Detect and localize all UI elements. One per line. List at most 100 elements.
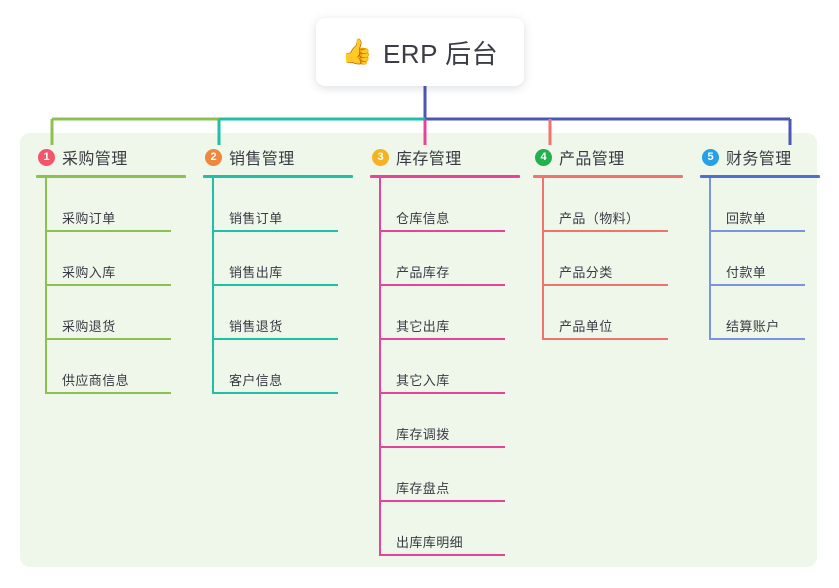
leaf-underline [212, 392, 338, 394]
leaf-underline [379, 554, 505, 556]
branch-badge-2: 2 [205, 148, 222, 166]
branch-items-2: 销售订单销售出库销售退货客户信息 [203, 178, 353, 394]
leaf-node[interactable]: 采购退货 [36, 286, 186, 340]
branch-header-rule-4 [533, 175, 683, 178]
root-node-title: ERP 后台 [382, 38, 499, 69]
leaf-underline [379, 230, 505, 232]
leaf-label: 销售订单 [229, 211, 283, 226]
leaf-underline [379, 392, 505, 394]
branch-header-rule-3 [370, 175, 520, 178]
branch-spine-5 [709, 178, 711, 340]
leaf-underline [379, 446, 505, 448]
leaf-underline [542, 338, 668, 340]
leaf-label: 销售退货 [229, 319, 283, 334]
branch-header-2[interactable]: 2 销售管理 [203, 145, 353, 169]
branch-title-1: 采购管理 [62, 151, 128, 168]
leaf-node[interactable]: 库存调拨 [370, 394, 520, 448]
thumbs-up-icon: 👍 [341, 37, 373, 66]
branch-badge-5: 5 [702, 148, 719, 166]
leaf-label: 库存盘点 [396, 481, 450, 496]
leaf-underline [542, 230, 668, 232]
leaf-underline [379, 338, 505, 340]
branch-column-2: 2 销售管理销售订单销售出库销售退货客户信息 [203, 145, 353, 394]
leaf-label: 产品单位 [559, 319, 613, 334]
leaf-label: 采购入库 [62, 265, 116, 280]
leaf-label: 采购退货 [62, 319, 116, 334]
leaf-label: 产品库存 [396, 265, 450, 280]
branch-spine-3 [379, 178, 381, 556]
leaf-label: 产品（物料） [559, 211, 640, 226]
leaf-underline [45, 338, 171, 340]
leaf-underline [212, 230, 338, 232]
branch-items-4: 产品（物料） 产品分类产品单位 [533, 178, 683, 340]
branch-header-rule-1 [36, 175, 186, 178]
leaf-underline [709, 230, 805, 232]
leaf-label: 其它出库 [396, 319, 450, 334]
branch-header-1[interactable]: 1 采购管理 [36, 145, 186, 169]
leaf-label: 仓库信息 [396, 211, 450, 226]
leaf-label: 产品分类 [559, 265, 613, 280]
leaf-underline [709, 338, 805, 340]
leaf-label: 回款单 [726, 211, 767, 226]
leaf-node[interactable]: 库存盘点 [370, 448, 520, 502]
leaf-label: 结算账户 [726, 319, 780, 334]
branch-header-rule-2 [203, 175, 353, 178]
leaf-node[interactable]: 产品（物料） [533, 178, 683, 232]
branch-spine-2 [212, 178, 214, 394]
branch-header-rule-5 [700, 175, 820, 178]
leaf-label: 客户信息 [229, 373, 283, 388]
leaf-node[interactable]: 仓库信息 [370, 178, 520, 232]
branch-items-3: 仓库信息产品库存其它出库其它入库库存调拨库存盘点出库库明细 [370, 178, 520, 556]
leaf-label: 采购订单 [62, 211, 116, 226]
leaf-node[interactable]: 供应商信息 [36, 340, 186, 394]
leaf-underline [379, 284, 505, 286]
leaf-node[interactable]: 销售出库 [203, 232, 353, 286]
leaf-node[interactable]: 销售退货 [203, 286, 353, 340]
leaf-label: 供应商信息 [62, 373, 130, 388]
branch-items-5: 回款单付款单结算账户 [700, 178, 820, 340]
leaf-node[interactable]: 结算账户 [700, 286, 820, 340]
branch-title-2: 销售管理 [229, 151, 295, 168]
leaf-underline [45, 230, 171, 232]
leaf-underline [45, 392, 171, 394]
leaf-node[interactable]: 产品单位 [533, 286, 683, 340]
branch-header-5[interactable]: 5 财务管理 [700, 145, 820, 169]
branch-items-1: 采购订单采购入库采购退货供应商信息 [36, 178, 186, 394]
leaf-underline [379, 500, 505, 502]
leaf-node[interactable]: 产品库存 [370, 232, 520, 286]
branch-column-5: 5 财务管理回款单付款单结算账户 [700, 145, 820, 340]
branch-title-5: 财务管理 [726, 151, 792, 168]
branch-spine-4 [542, 178, 544, 340]
leaf-node[interactable]: 其它入库 [370, 340, 520, 394]
branch-badge-4: 4 [535, 148, 552, 166]
leaf-label: 其它入库 [396, 373, 450, 388]
leaf-label: 销售出库 [229, 265, 283, 280]
leaf-node[interactable]: 付款单 [700, 232, 820, 286]
leaf-label: 付款单 [726, 265, 767, 280]
leaf-node[interactable]: 采购入库 [36, 232, 186, 286]
leaf-underline [212, 284, 338, 286]
leaf-node[interactable]: 采购订单 [36, 178, 186, 232]
leaf-label: 出库库明细 [396, 535, 464, 550]
leaf-node[interactable]: 其它出库 [370, 286, 520, 340]
branch-column-1: 1 采购管理采购订单采购入库采购退货供应商信息 [36, 145, 186, 394]
leaf-node[interactable]: 出库库明细 [370, 502, 520, 556]
leaf-node[interactable]: 客户信息 [203, 340, 353, 394]
root-node-erp-backend[interactable]: 👍 ERP 后台 [316, 18, 524, 86]
leaf-node[interactable]: 产品分类 [533, 232, 683, 286]
diagram-panel-background [20, 133, 817, 567]
leaf-underline [709, 284, 805, 286]
leaf-underline [542, 284, 668, 286]
leaf-node[interactable]: 回款单 [700, 178, 820, 232]
leaf-node[interactable]: 销售订单 [203, 178, 353, 232]
leaf-label: 库存调拨 [396, 427, 450, 442]
branch-spine-1 [45, 178, 47, 394]
branch-badge-1: 1 [38, 148, 55, 166]
branch-title-3: 库存管理 [396, 151, 462, 168]
